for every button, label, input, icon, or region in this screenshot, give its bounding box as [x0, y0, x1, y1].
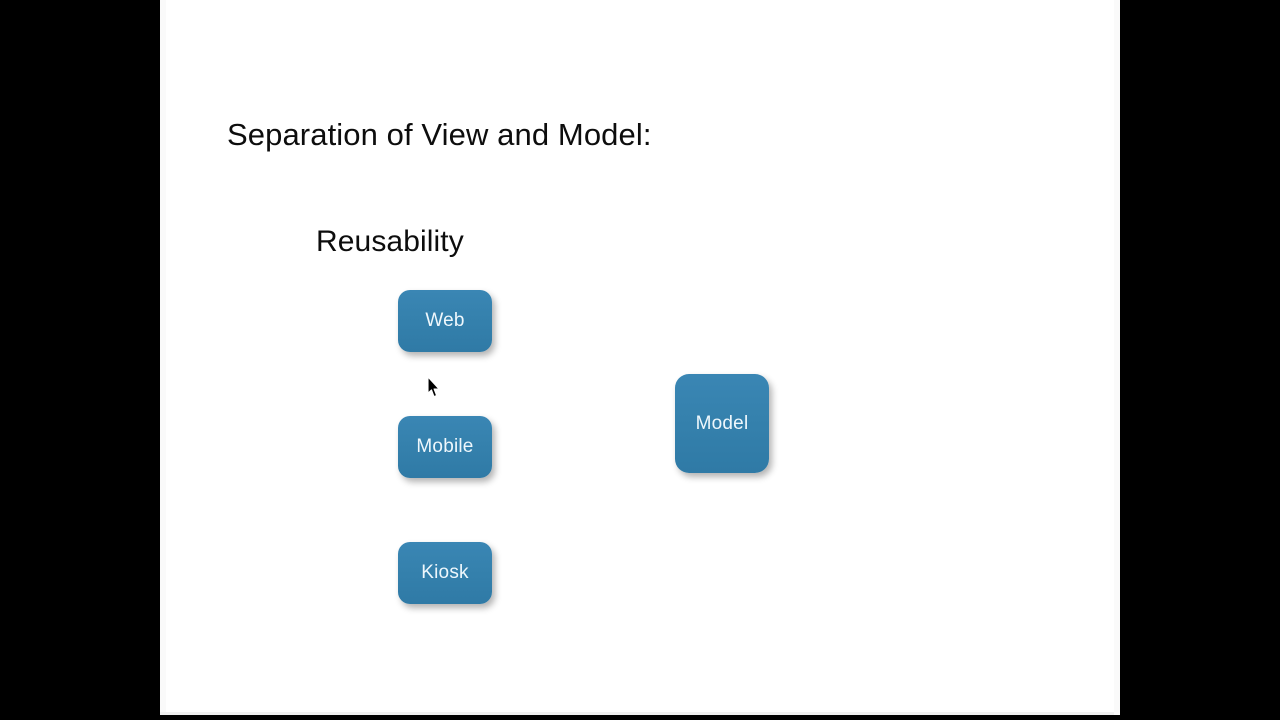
diagram-node-web[interactable]: Web [398, 290, 492, 352]
page-title: Separation of View and Model: [227, 117, 652, 152]
diagram-node-kiosk[interactable]: Kiosk [398, 542, 492, 604]
diagram-node-mobile[interactable]: Mobile [398, 416, 492, 478]
slide-canvas: Separation of View and Model: Reusabilit… [160, 0, 1120, 715]
diagram-node-model-label: Model [695, 412, 749, 434]
diagram-node-web-label: Web [425, 310, 465, 331]
slide-subtitle: Reusability [316, 225, 464, 258]
diagram-node-model[interactable]: Model [675, 374, 769, 473]
diagram-node-mobile-label: Mobile [416, 436, 474, 457]
slide-bottom-edge [160, 712, 1120, 715]
diagram-node-kiosk-label: Kiosk [421, 562, 469, 583]
